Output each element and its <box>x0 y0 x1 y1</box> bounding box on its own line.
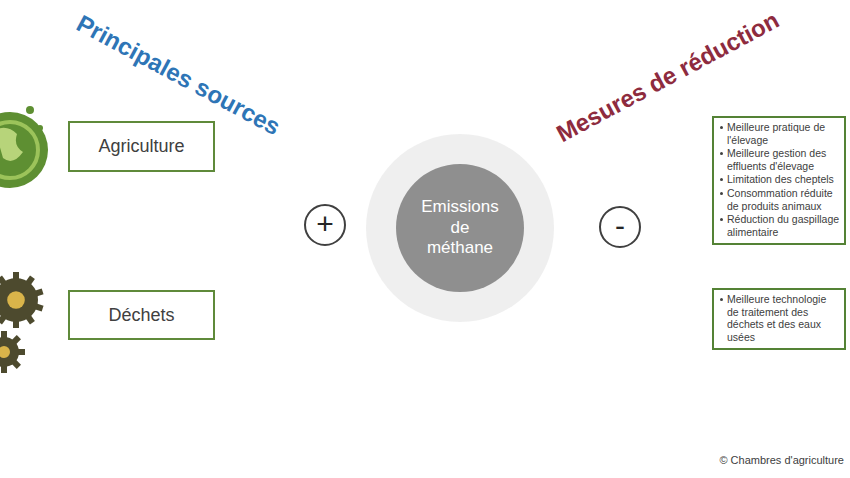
gear <box>0 272 44 328</box>
gear-tooth <box>1 331 7 340</box>
gear-tooth <box>0 314 7 325</box>
box-label: Agriculture <box>70 136 213 157</box>
bullet-text: Réduction du gaspillage alimentaire <box>718 213 840 238</box>
circle-outline <box>305 205 345 245</box>
gear-tooth <box>0 276 7 287</box>
bullet-text: Limitation des cheptels <box>718 173 840 186</box>
bullet-text: Consommation réduite de produits animaux <box>718 187 840 212</box>
gear-tooth <box>33 303 43 311</box>
gear-tooth <box>16 349 25 355</box>
source-box: Déchets <box>68 290 215 340</box>
gear-tooth <box>10 335 21 346</box>
gear <box>0 331 25 373</box>
gear-icons <box>0 272 44 373</box>
central-label: Emissions de méthane <box>417 197 503 258</box>
gear-body <box>0 278 38 322</box>
bullet-text: Meilleure technologie de traitement des … <box>718 293 840 343</box>
triangle-shape <box>0 0 425 478</box>
bullet-text: Meilleure gestion des effluents d'élevag… <box>718 147 840 172</box>
central-circle: Emissions de méthane <box>365 133 555 323</box>
gear-tooth <box>13 319 19 328</box>
gear-tooth <box>25 314 35 325</box>
gear-tooth <box>33 288 43 296</box>
gear-hub <box>7 291 25 309</box>
triangle-fill <box>0 0 425 470</box>
halo <box>366 134 554 322</box>
gear-tooth <box>1 364 7 373</box>
globe-dot <box>26 106 34 114</box>
measure-box: Meilleure pratique de l'élevageMeilleure… <box>712 116 846 245</box>
core <box>396 164 524 292</box>
source-box: Agriculture <box>68 121 215 172</box>
globe-dot <box>37 125 43 131</box>
gear-tooth <box>10 358 21 369</box>
connector-line <box>640 200 712 221</box>
gear-tooth <box>25 276 35 287</box>
operator-circle: - <box>598 205 642 249</box>
copyright-note: © Chambres d'agriculture <box>719 454 844 466</box>
globe-land <box>0 128 23 161</box>
gear-hub <box>0 346 10 358</box>
globe <box>0 112 48 188</box>
connector-line <box>201 172 306 217</box>
gear-tooth <box>13 272 19 281</box>
source-triangle: Principales sourcesAgricultureDéchets+ <box>0 0 425 478</box>
box-label: Déchets <box>70 305 213 326</box>
operator-sign: - <box>615 211 625 241</box>
operator-circle: + <box>303 203 347 247</box>
operator-sign: + <box>316 209 334 239</box>
triangle-fill <box>425 0 850 440</box>
circle-outline <box>600 207 640 247</box>
bullet-text: Meilleure pratique de l'élevage <box>718 121 840 146</box>
gear-body <box>0 337 19 367</box>
globe-icon <box>0 106 48 188</box>
globe-ring <box>0 122 38 178</box>
connector-line <box>192 234 306 290</box>
measure-box: Meilleure technologie de traitement des … <box>712 288 846 350</box>
